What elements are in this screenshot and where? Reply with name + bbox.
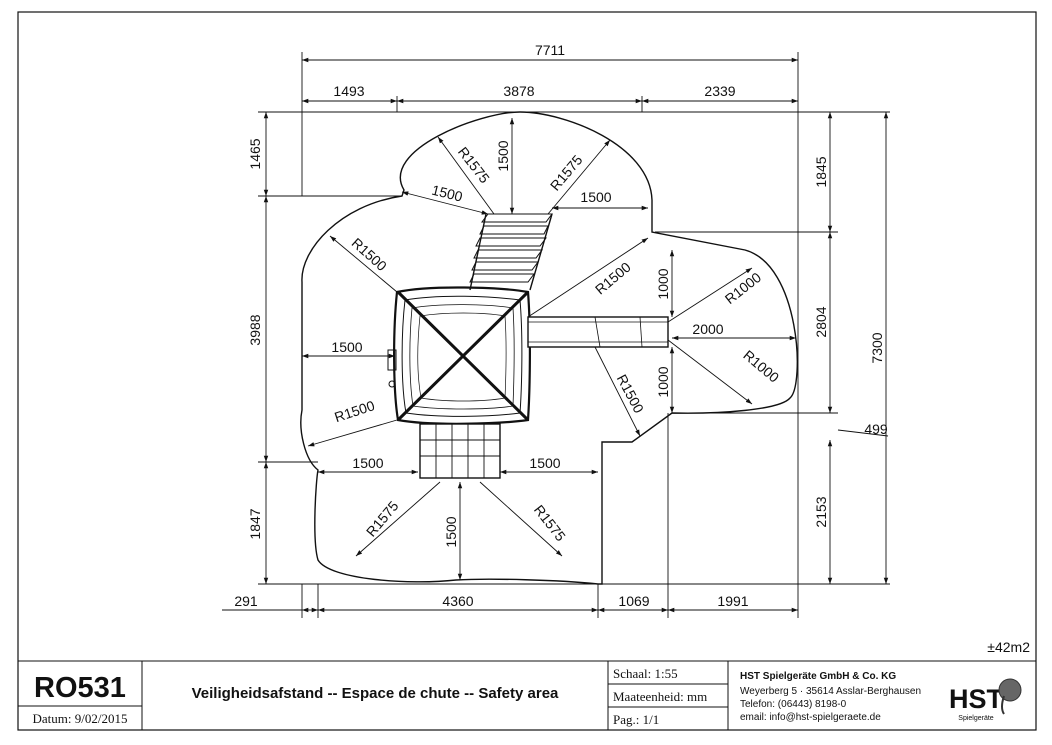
dim-top-middle: 3878 — [503, 83, 534, 99]
dim-top-left: 1493 — [333, 83, 364, 99]
dim-clearance-top-right: 1500 — [580, 189, 611, 205]
slide — [527, 316, 669, 348]
dim-radius-left-top: R1500 — [349, 235, 391, 275]
dim-clearance-slide-run: 2000 — [692, 321, 723, 337]
drawing-description: Veiligheidsafstand -- Espace de chute --… — [192, 685, 559, 702]
dim-bottom-middle: 1069 — [618, 593, 649, 609]
dim-bottom-left: 4360 — [442, 593, 473, 609]
dim-right-total: 7300 — [869, 332, 885, 363]
dim-clearance-slide-top: 1000 — [655, 268, 671, 299]
unit-label: Maateenheid: mm — [613, 689, 707, 704]
dim-left-middle: 3988 — [247, 314, 263, 345]
play-structure — [387, 213, 669, 479]
dim-right-bottom: 2153 — [813, 496, 829, 527]
dim-clearance-left: 1500 — [331, 339, 362, 355]
area-note: ±42m2 — [987, 639, 1030, 655]
model-number: RO531 — [34, 672, 126, 704]
company-phone: Telefon: (06443) 8198-0 — [740, 699, 847, 710]
dim-total-width: 7711 — [535, 42, 565, 58]
dim-right-middle: 2804 — [813, 306, 829, 337]
dim-clearance-top-vertical: 1500 — [495, 140, 511, 171]
dim-top-right: 2339 — [704, 83, 735, 99]
dim-radius-right-bottom: R1000 — [740, 347, 782, 386]
dim-clearance-bottom-left: 1500 — [352, 455, 383, 471]
logo-text: HST — [949, 684, 1004, 714]
company-email: email: info@hst-spielgeraete.de — [740, 712, 881, 723]
dim-right-offset: 499 — [864, 421, 888, 437]
dim-left-top: 1465 — [247, 138, 263, 169]
title-block — [18, 660, 1036, 730]
dim-clearance-bottom-right: 1500 — [529, 455, 560, 471]
dim-right-top: 1845 — [813, 156, 829, 187]
dim-radius-top-right: R1575 — [547, 152, 586, 194]
dim-radius-left-bottom: R1500 — [332, 397, 376, 425]
dim-radius-top-left: R1575 — [455, 144, 493, 187]
sheet-border — [17, 11, 1037, 731]
dim-radius-slide-top: R1500 — [592, 259, 634, 298]
dimension-lines — [222, 52, 890, 618]
page-label: Pag.: 1/1 — [613, 712, 659, 727]
elephant-icon — [998, 678, 1022, 702]
logo-subtext: Spielgeräte — [958, 715, 994, 722]
hst-logo: HST Spielgeräte — [949, 678, 1022, 722]
dim-clearance-slide-bottom: 1000 — [655, 366, 671, 397]
dim-bottom-right: 1991 — [717, 593, 748, 609]
company-address: Weyerberg 5 · 35614 Asslar-Berghausen — [740, 686, 921, 697]
drawing-date: Datum: 9/02/2015 — [33, 711, 128, 726]
dim-clearance-top-left: 1500 — [430, 182, 464, 205]
company-name: HST Spielgeräte GmbH & Co. KG — [740, 671, 896, 682]
scale-label: Schaal: 1:55 — [613, 666, 678, 681]
dim-left-bottom: 1847 — [247, 508, 263, 539]
dim-radius-bottom-right: R1575 — [531, 502, 569, 545]
dim-radius-right-top: R1000 — [722, 269, 765, 307]
climbing-net — [419, 423, 501, 479]
dim-clearance-bottom-vertical: 1500 — [443, 516, 459, 547]
dim-bottom-offset: 291 — [234, 593, 258, 609]
